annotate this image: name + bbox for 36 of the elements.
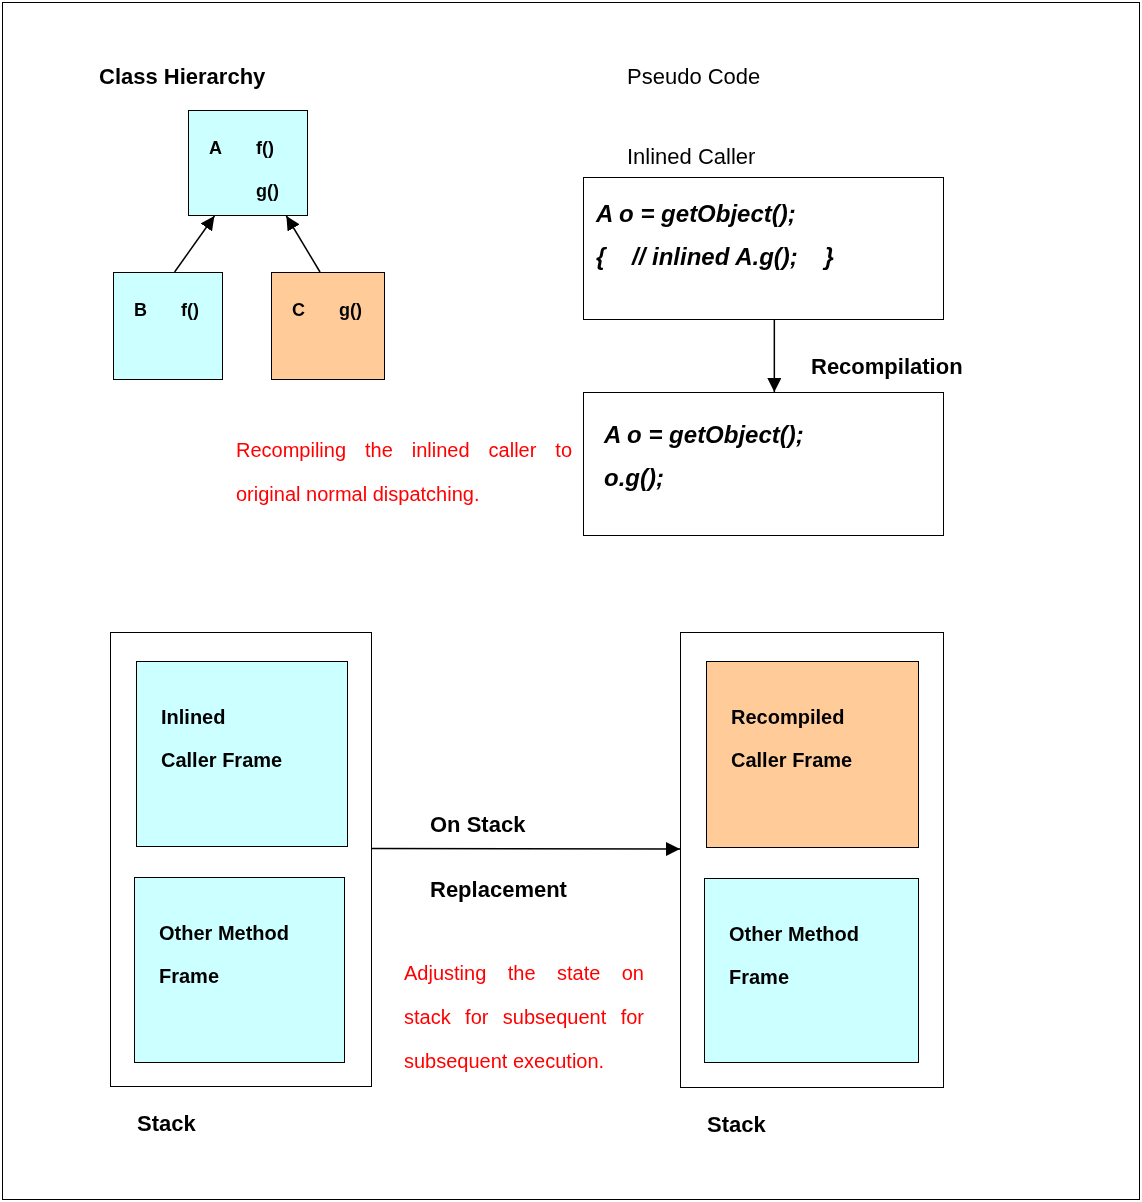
method-name: g() <box>339 299 362 322</box>
arrow <box>371 842 681 857</box>
frame-label: Other Method Frame <box>159 922 289 987</box>
method-name: f() <box>181 299 199 322</box>
frame-box <box>136 661 348 847</box>
edge-label: Recompilation <box>811 353 963 381</box>
frame-label: Recompiled Caller Frame <box>731 706 853 771</box>
code-line: A o = getObject(); <box>596 199 797 229</box>
note-text: Adjusting the state on stack for subsequent for subsequent execution. <box>404 961 644 1074</box>
class-name: A <box>209 137 223 160</box>
code-line: A o = getObject(); <box>604 420 805 450</box>
edge-label: On Stack Replacement <box>430 811 568 904</box>
arrow <box>173 215 216 273</box>
section-heading: Pseudo Code <box>627 63 761 91</box>
frame-label: Inlined Caller Frame <box>161 706 283 771</box>
arrow <box>285 215 321 273</box>
frame-box <box>706 661 919 848</box>
frame-box <box>704 878 919 1063</box>
code-line: o.g(); <box>604 463 665 493</box>
box-heading: Stack <box>707 1111 766 1139</box>
method-name: f() <box>256 137 275 160</box>
method-name: g() <box>256 180 279 203</box>
box-heading: Inlined Caller <box>627 143 756 171</box>
class-box <box>188 110 308 216</box>
arrow <box>767 319 782 393</box>
frame-label: Other Method Frame <box>729 923 859 988</box>
code-box <box>583 392 944 536</box>
class-box <box>271 272 385 380</box>
note-text: Recompiling the inlined caller to original normal dispatching. <box>236 438 572 507</box>
class-name: B <box>134 299 148 322</box>
frame-box <box>134 877 345 1063</box>
class-box <box>113 272 223 380</box>
class-name: C <box>292 299 306 322</box>
code-line: { // inlined A.g(); } <box>596 242 835 272</box>
section-heading: Class Hierarchy <box>99 63 266 91</box>
box-heading: Stack <box>137 1110 196 1138</box>
